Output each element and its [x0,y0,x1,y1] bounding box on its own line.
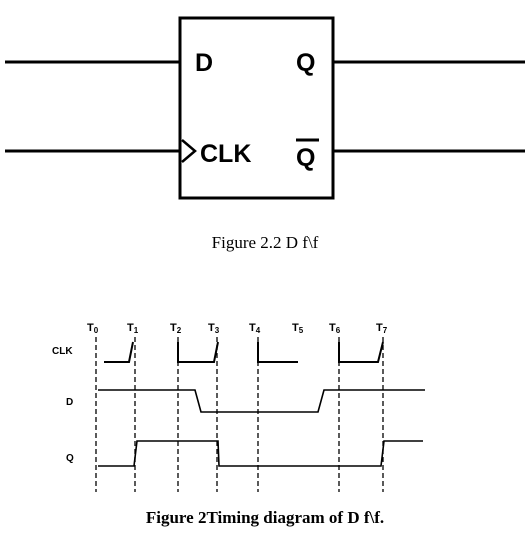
timing-diagram: T0 T1 T2 T3 T4 T5 T6 T7 CLK D Q [52,322,425,492]
signal-label-d: D [66,397,73,408]
clk-pulse-4 [338,341,384,363]
time-mark-t2: T2 [170,322,182,335]
time-mark-t0: T0 [87,322,99,335]
time-mark-t5: T5 [292,322,304,335]
q-waveform [98,440,423,467]
time-mark-t4: T4 [249,322,261,335]
clk-pulse-2 [177,341,219,363]
time-mark-t7: T7 [376,322,388,335]
signal-label-clk: CLK [52,346,73,357]
clk-waveform [104,341,384,363]
flip-flop-caption: Figure 2.2 D f\f [212,233,319,252]
flip-flop-box [178,16,335,200]
pin-q-label: Q [296,49,315,77]
time-mark-t1: T1 [127,322,139,335]
clk-pulse-1 [104,341,134,363]
pin-d-label: D [195,49,213,77]
pin-q-bar-label: Q [296,144,315,172]
d-waveform [98,389,425,413]
time-mark-t6: T6 [329,322,341,335]
timing-diagram-caption: Figure 2Timing diagram of D f\f. [146,508,384,527]
d-flip-flop: D Q CLK Q [5,16,525,200]
signal-label-q: Q [66,453,74,464]
clk-pulse-3 [257,342,298,363]
clock-edge-symbol [181,139,197,163]
time-mark-t3: T3 [208,322,220,335]
pin-clk-label: CLK [200,140,251,168]
